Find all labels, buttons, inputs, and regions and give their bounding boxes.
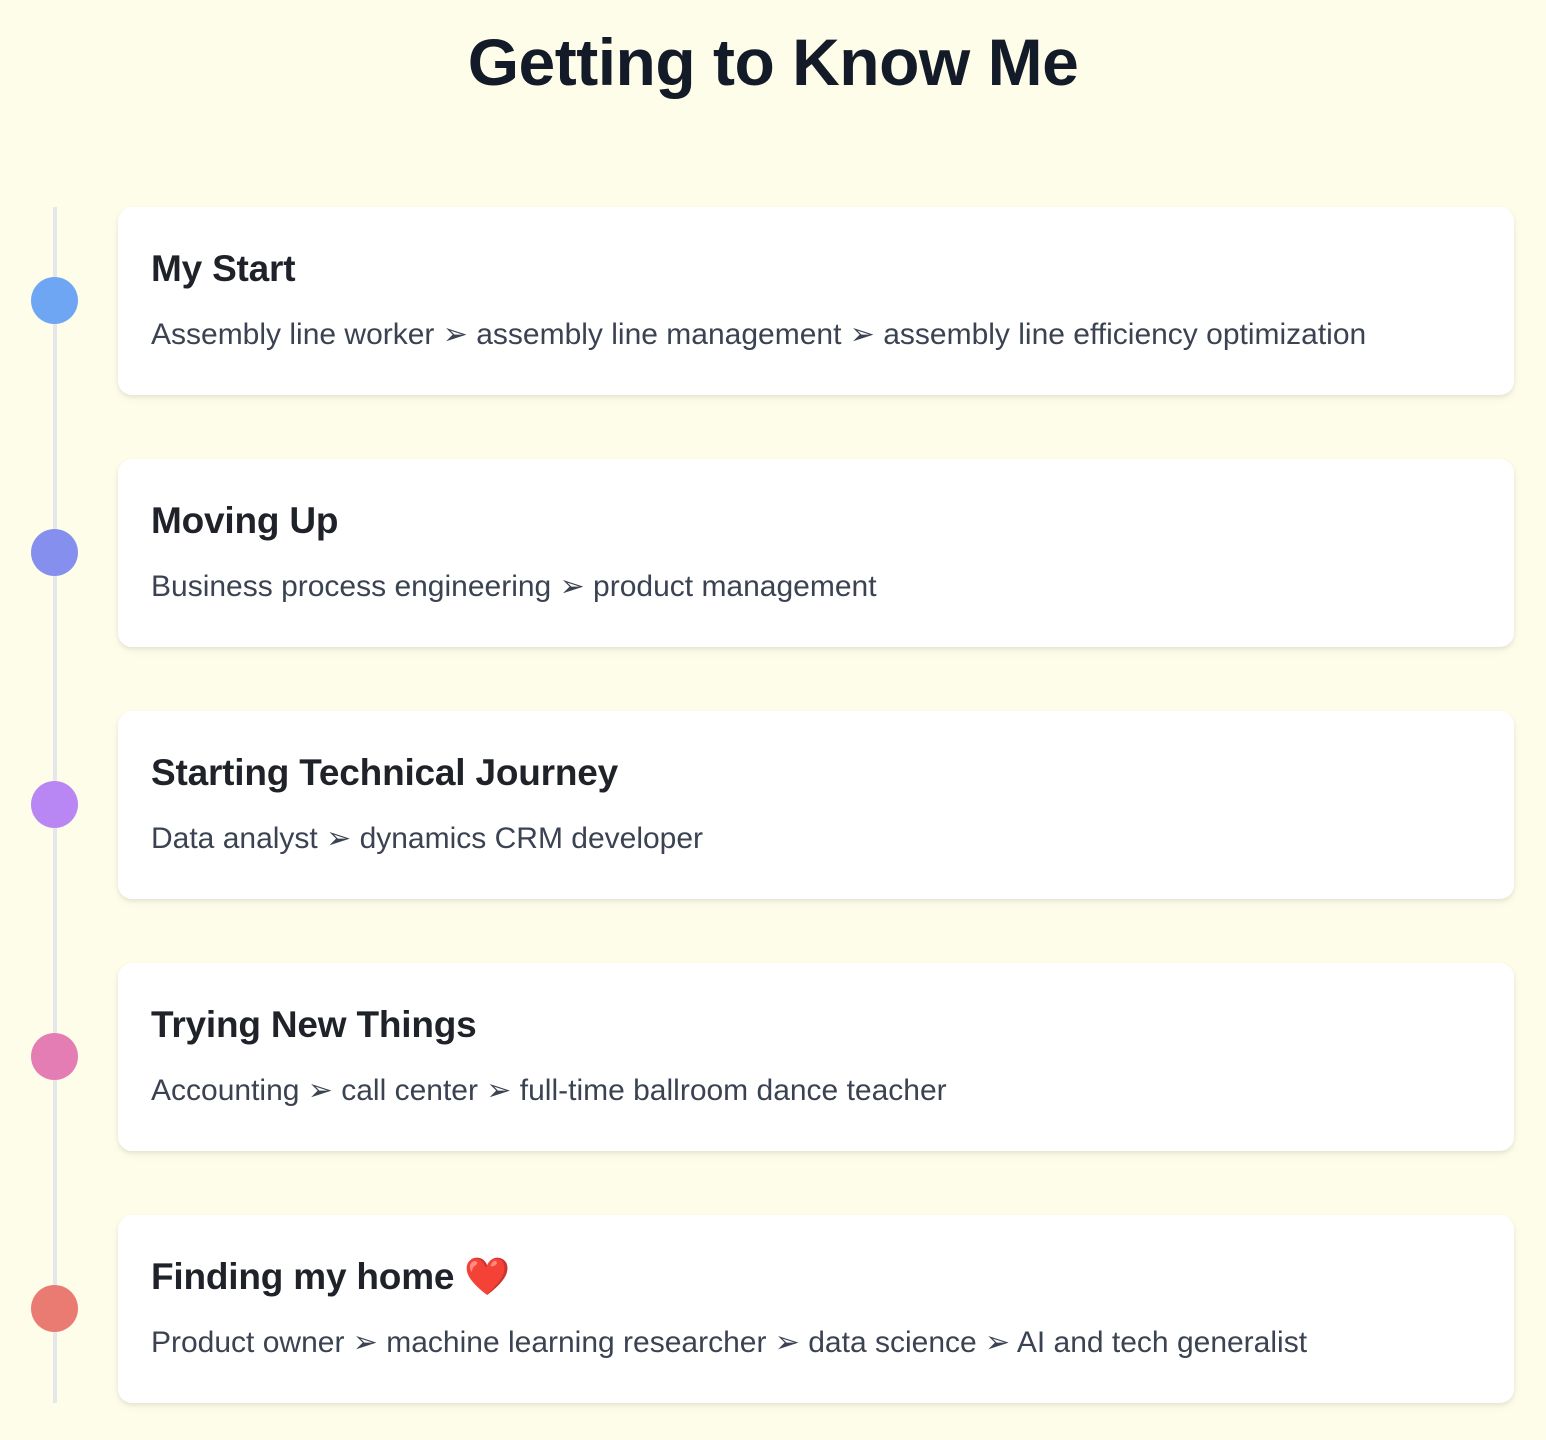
timeline-item: Moving Up Business process engineering ➢…	[0, 459, 1546, 647]
timeline-card-title: Starting Technical Journey	[151, 752, 619, 793]
timeline-item: Trying New Things Accounting ➢ call cent…	[0, 963, 1546, 1151]
timeline-card: Starting Technical Journey Data analyst …	[118, 711, 1514, 899]
page-title: Getting to Know Me	[467, 25, 1079, 99]
timeline-dot	[31, 277, 78, 324]
timeline-card-description: Assembly line worker ➢ assembly line man…	[151, 318, 1367, 351]
timeline-card-title: Finding my home ❤️	[151, 1256, 511, 1297]
timeline-dot	[31, 529, 78, 576]
timeline-card-title: Trying New Things	[151, 1004, 477, 1045]
timeline-dot	[31, 1285, 78, 1332]
timeline-card-description: Product owner ➢ machine learning researc…	[151, 1326, 1308, 1359]
timeline-card: Finding my home ❤️ Product owner ➢ machi…	[118, 1215, 1514, 1403]
timeline-card-description: Data analyst ➢ dynamics CRM developer	[151, 822, 704, 855]
timeline-card-title: Moving Up	[151, 500, 339, 541]
timeline-card-title: My Start	[151, 248, 296, 289]
timeline-card: Trying New Things Accounting ➢ call cent…	[118, 963, 1514, 1151]
timeline-item: Starting Technical Journey Data analyst …	[0, 711, 1546, 899]
timeline-card: My Start Assembly line worker ➢ assembly…	[118, 207, 1514, 395]
timeline-card: Moving Up Business process engineering ➢…	[118, 459, 1514, 647]
timeline-item: Finding my home ❤️ Product owner ➢ machi…	[0, 1215, 1546, 1403]
timeline-card-description: Accounting ➢ call center ➢ full-time bal…	[151, 1074, 947, 1107]
timeline-dot	[31, 781, 78, 828]
timeline-item: My Start Assembly line worker ➢ assembly…	[0, 207, 1546, 395]
timeline-dot	[31, 1033, 78, 1080]
timeline-card-description: Business process engineering ➢ product m…	[151, 570, 877, 603]
